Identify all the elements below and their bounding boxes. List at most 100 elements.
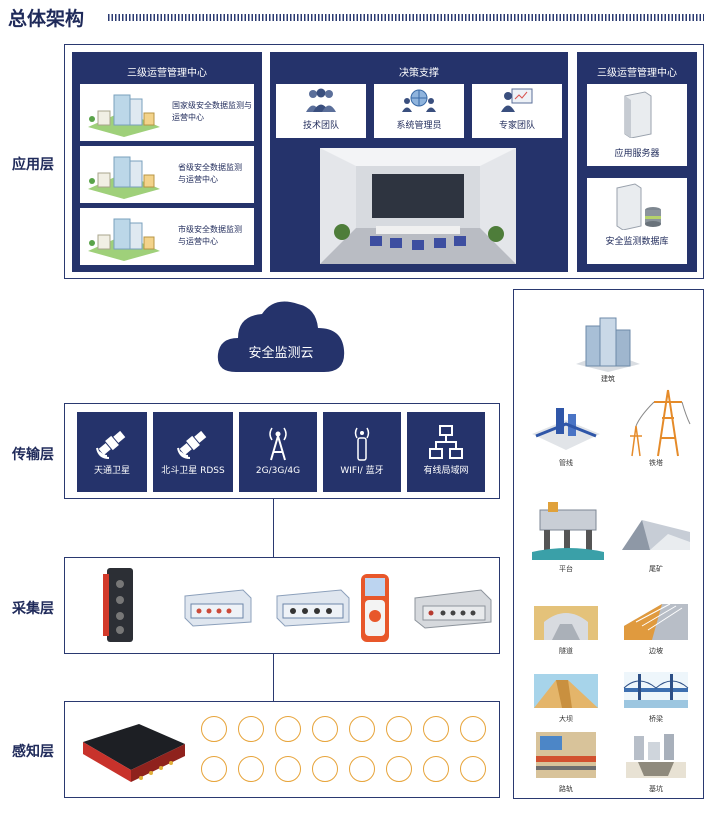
- data-logger-icon: [103, 568, 133, 642]
- pipeline-icon: [532, 408, 600, 450]
- sector-label: 大坝: [559, 715, 573, 723]
- sector-label: 基坑: [649, 785, 663, 793]
- cloud-label: 安全监测云: [248, 346, 314, 361]
- acquisition-layer-frame: [64, 557, 500, 654]
- sector-label: 桥梁: [649, 715, 663, 723]
- sensor-icon: [312, 756, 338, 782]
- sector-label: 平台: [559, 565, 573, 573]
- national-center-card[interactable]: 国家级安全数据监测与运营中心: [80, 84, 254, 141]
- building-icon: [576, 317, 640, 372]
- sensor-icon: [238, 756, 264, 782]
- card-label: 应用服务器: [614, 149, 660, 159]
- sector-label: 建筑: [601, 375, 615, 383]
- network-icon: [429, 425, 463, 459]
- application-sectors-panel: 建筑 管线 铁塔 平台 尾矿 隧道 边坡: [513, 289, 704, 799]
- layer-label-transmission: 传输层: [12, 447, 54, 463]
- monitoring-database-card[interactable]: 安全监测数据库: [587, 178, 687, 264]
- sensor-icon: [275, 756, 301, 782]
- sensor-icon: [201, 756, 227, 782]
- dam-icon: [534, 674, 598, 708]
- provincial-center-card[interactable]: 省级安全数据监测与运营中心: [80, 146, 254, 203]
- page-title: 总体架构: [8, 8, 85, 30]
- city-illustration-icon: [88, 94, 160, 137]
- sector-label: 尾矿: [649, 565, 663, 573]
- satellite-icon: [96, 430, 126, 459]
- panel-title: 三级运营管理中心: [597, 68, 677, 79]
- municipal-center-card[interactable]: 市级安全数据监测与运营中心: [80, 208, 254, 265]
- tile-label: 天通卫星: [93, 466, 130, 476]
- acquisition-box-icon: [184, 589, 252, 627]
- bridge-icon: [623, 672, 689, 708]
- sensor-icon: [312, 716, 338, 742]
- power-tower-icon: [630, 389, 691, 457]
- sensor-icon: [275, 716, 301, 742]
- city-illustration-icon: [88, 156, 160, 199]
- acquisition-box-icon: [276, 589, 350, 627]
- sensor-icon: [201, 716, 227, 742]
- handheld-reader-icon: [361, 574, 389, 642]
- sensor-icon: [460, 756, 486, 782]
- card-label: 专家团队: [498, 121, 535, 131]
- panel-title: 三级运营管理中心: [127, 68, 207, 79]
- beidou-satellite-tile[interactable]: 北斗卫星 RDSS: [153, 412, 233, 492]
- sysadmin-card[interactable]: 系统管理员: [374, 84, 464, 138]
- satellite-icon: [177, 430, 207, 459]
- sensor-device-icon: [83, 724, 185, 782]
- sensor-icon: [423, 756, 449, 782]
- sensor-icon: [386, 756, 412, 782]
- antenna-icon: [354, 427, 370, 461]
- signal-tower-icon: [269, 427, 287, 461]
- tile-label: 有线局域网: [423, 466, 469, 476]
- perception-layer-frame: [64, 701, 500, 798]
- people-icon: [306, 88, 336, 112]
- card-label: 系统管理员: [396, 121, 442, 131]
- sector-label: 路轨: [559, 785, 573, 793]
- tiantong-satellite-tile[interactable]: 天通卫星: [77, 412, 147, 492]
- card-label: 省级安全数据监测与运营中心: [178, 163, 242, 184]
- slope-icon: [624, 603, 688, 640]
- acquisition-box-icon: [414, 589, 492, 629]
- decision-support-panel: 决策支撑 技术团队 系统管理员 专家团队: [270, 52, 568, 272]
- app-server-card[interactable]: 应用服务器: [587, 84, 687, 166]
- card-label: 安全监测数据库: [605, 237, 669, 247]
- connector-line: [273, 654, 274, 701]
- cloud-shape: [217, 301, 345, 372]
- tunnel-icon: [534, 606, 598, 640]
- transmission-layer-frame: 天通卫星 北斗卫星 RDSS 2G/3G/4G WIFI/ 蓝牙 有线局: [64, 403, 500, 499]
- connector-line: [273, 499, 274, 557]
- rail-icon: [536, 732, 596, 778]
- wired-lan-tile[interactable]: 有线局域网: [407, 412, 485, 492]
- layer-label-acquisition: 采集层: [12, 601, 54, 617]
- tile-label: WIFI/ 蓝牙: [340, 466, 384, 476]
- sector-label: 边坡: [649, 647, 663, 655]
- title-divider: [108, 14, 704, 21]
- tech-team-card[interactable]: 技术团队: [276, 84, 366, 138]
- wifi-bluetooth-tile[interactable]: WIFI/ 蓝牙: [323, 412, 401, 492]
- presentation-icon: [501, 88, 533, 112]
- operations-center-panel-left: 三级运营管理中心 国家级安全数据监测与运营中心 省级安全数据监测与运营中心: [72, 52, 262, 272]
- sensor-icon: [423, 716, 449, 742]
- sensor-icon: [349, 756, 375, 782]
- sector-label: 铁塔: [649, 459, 663, 467]
- operations-center-panel-right: 三级运营管理中心 应用服务器 安全监测数据库: [577, 52, 697, 272]
- tailings-icon: [622, 520, 690, 550]
- layer-label-application: 应用层: [12, 157, 54, 173]
- panel-title: 决策支撑: [399, 68, 439, 79]
- tile-label: 北斗卫星 RDSS: [161, 466, 225, 476]
- conference-room-image: [320, 148, 516, 264]
- tile-label: 2G/3G/4G: [255, 466, 301, 476]
- database-icon: [616, 183, 661, 230]
- sector-label: 管线: [559, 459, 573, 467]
- server-icon: [624, 91, 652, 138]
- cellular-tile[interactable]: 2G/3G/4G: [239, 412, 317, 492]
- expert-team-card[interactable]: 专家团队: [472, 84, 562, 138]
- foundation-pit-icon: [626, 734, 686, 778]
- sector-label: 隧道: [559, 647, 573, 655]
- sensor-icon: [238, 716, 264, 742]
- sensor-icon: [349, 716, 375, 742]
- layer-label-perception: 感知层: [12, 744, 54, 760]
- sensor-icon: [460, 716, 486, 742]
- sensor-icon: [386, 716, 412, 742]
- card-label: 市级安全数据监测与运营中心: [178, 225, 242, 246]
- card-label: 技术团队: [302, 121, 339, 131]
